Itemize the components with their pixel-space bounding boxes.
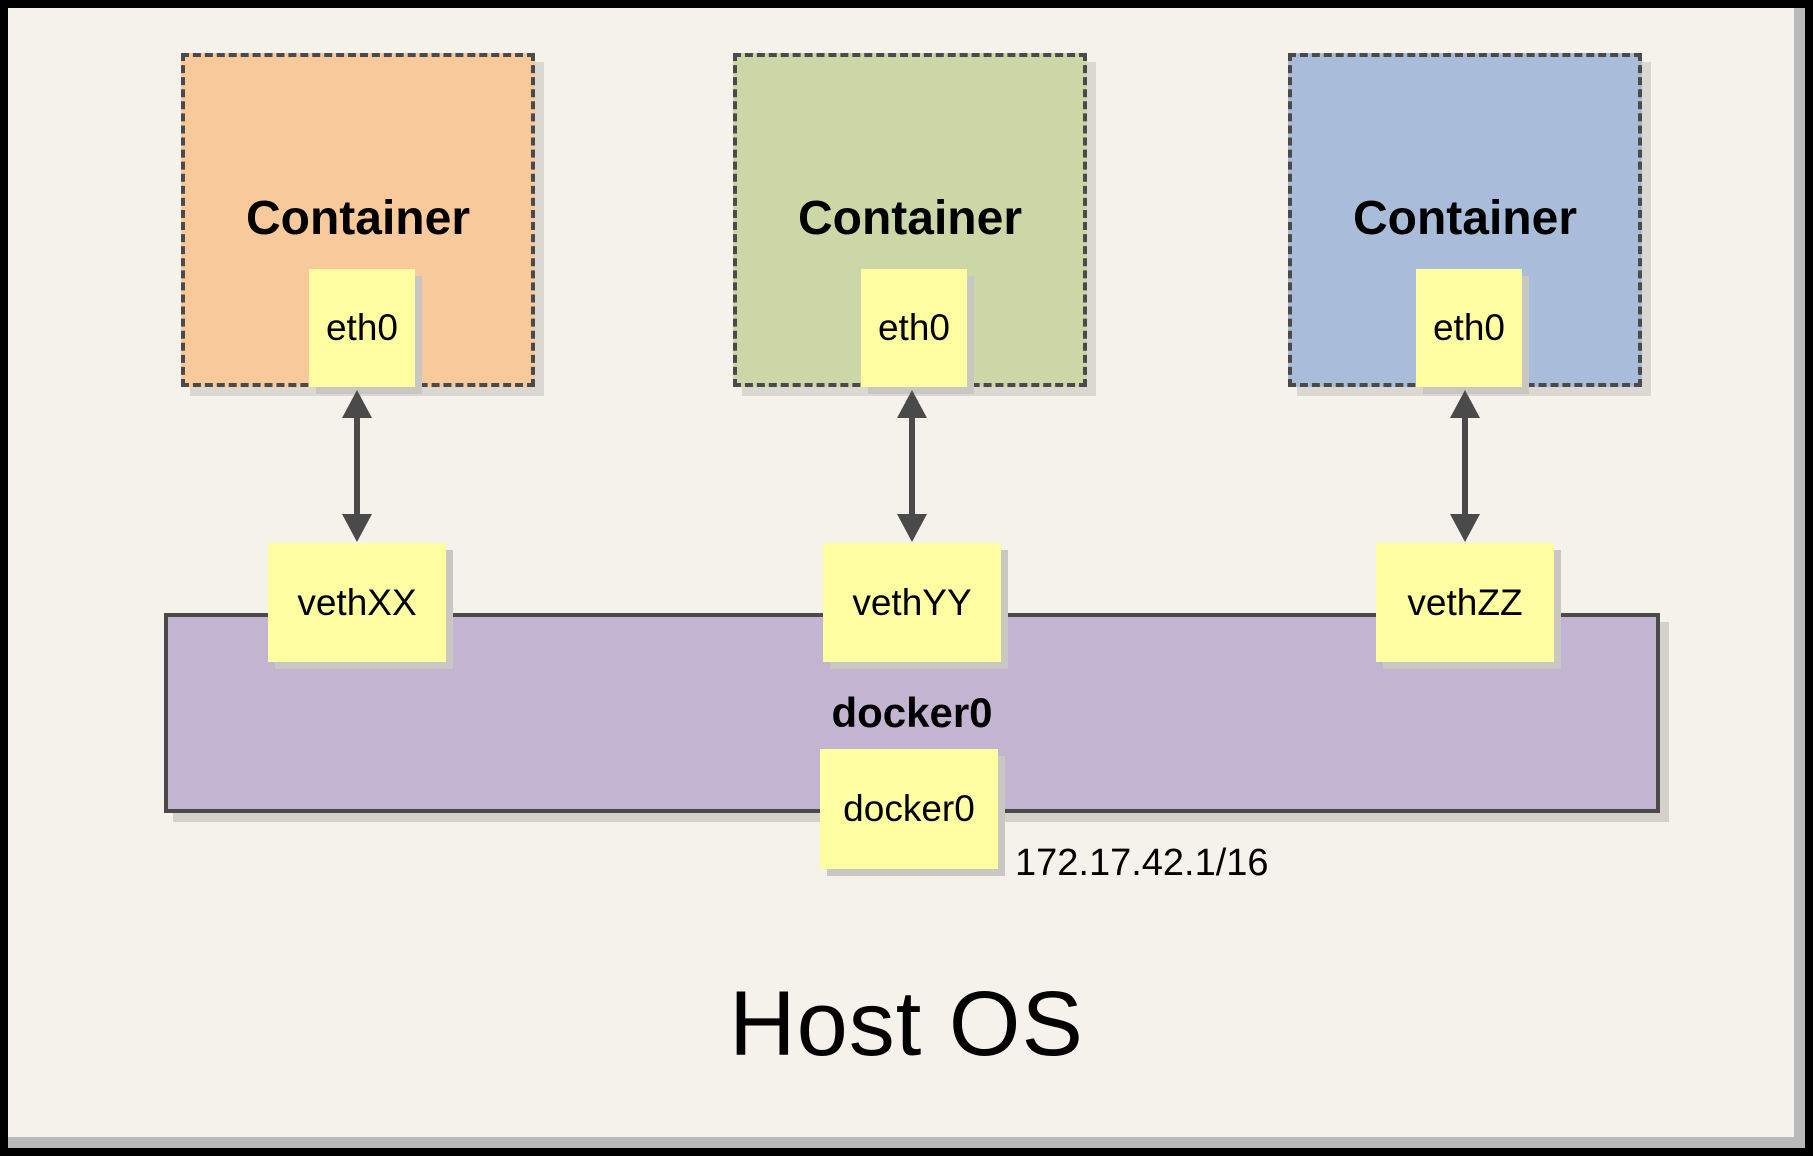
veth-connection-arrow-3	[1448, 390, 1482, 542]
vethYY-label: vethYY	[852, 581, 972, 623]
docker0-interface-box: docker0	[820, 749, 998, 869]
docker0-bridge-label: docker0	[831, 689, 993, 736]
arrow-shaft	[909, 412, 915, 520]
eth0-interface-box: eth0	[861, 269, 967, 387]
arrowhead-down-icon	[342, 514, 372, 542]
arrow-shaft	[1462, 412, 1468, 520]
veth-connection-arrow-2	[895, 390, 929, 542]
vethZZ-label: vethZZ	[1407, 581, 1523, 623]
container-title: Container	[1352, 192, 1577, 245]
vethYY-box: vethYY	[823, 543, 1001, 662]
bridge-ip-address: 172.17.42.1/16	[1015, 842, 1269, 884]
veth-connection-arrow-1	[340, 390, 374, 542]
container-title: Container	[797, 192, 1022, 245]
container-box-2: Container eth0	[733, 53, 1087, 387]
eth0-interface-box: eth0	[309, 269, 415, 387]
eth0-label: eth0	[1432, 307, 1505, 348]
arrow-shaft	[354, 412, 360, 520]
container-box-1: Container eth0	[181, 53, 535, 387]
arrowhead-down-icon	[897, 514, 927, 542]
eth0-interface-box: eth0	[1416, 269, 1522, 387]
host-os-title: Host OS	[729, 973, 1084, 1075]
arrowhead-down-icon	[1450, 514, 1480, 542]
container-title: Container	[245, 192, 470, 245]
container-box-3: Container eth0	[1288, 53, 1642, 387]
vethXX-label: vethXX	[297, 581, 417, 623]
eth0-label: eth0	[877, 307, 950, 348]
vethXX-box: vethXX	[268, 543, 446, 662]
eth0-label: eth0	[325, 307, 398, 348]
vethZZ-box: vethZZ	[1376, 543, 1554, 662]
docker0-interface-label: docker0	[843, 788, 975, 829]
